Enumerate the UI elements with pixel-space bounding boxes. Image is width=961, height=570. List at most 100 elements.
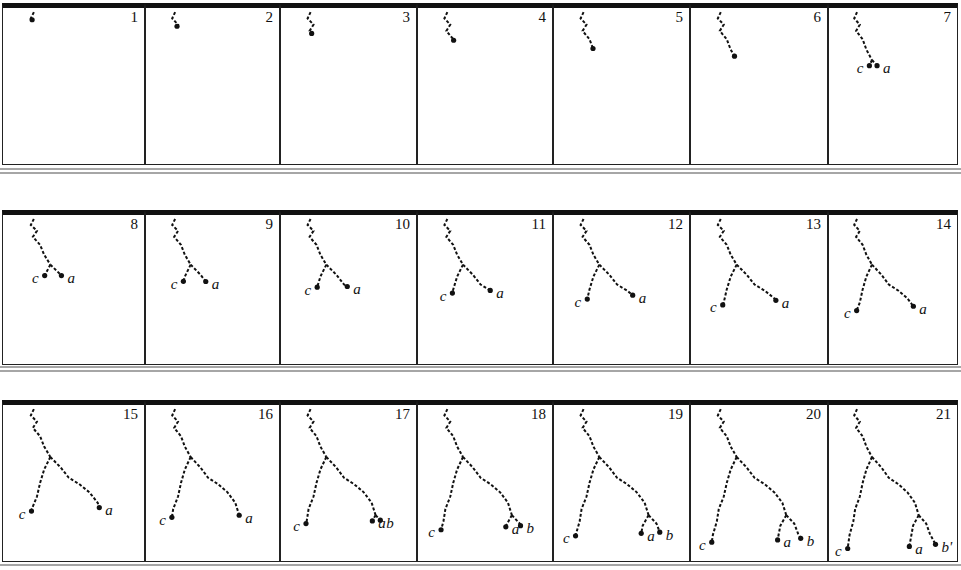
lightning-leader	[854, 219, 916, 313]
lightning-leader	[29, 409, 102, 514]
branch-letter: a	[883, 61, 891, 76]
leader-channel	[463, 265, 490, 291]
branch-letter: b	[527, 521, 535, 536]
leader-tip	[30, 17, 35, 22]
film-frame: 1	[2, 3, 145, 165]
branch-letter: a	[919, 302, 927, 317]
branch-letter: c	[428, 525, 435, 540]
leader-tip	[874, 63, 879, 68]
leader-tip	[775, 537, 780, 542]
lightning-leader	[709, 409, 803, 545]
leader-tip	[732, 54, 737, 59]
leader-channel	[576, 457, 600, 536]
branch-letter: a	[212, 277, 220, 292]
frame-number: 9	[266, 217, 274, 232]
frame-number: 17	[395, 407, 410, 422]
film-edge	[0, 564, 961, 566]
leader-channel	[317, 265, 326, 288]
leader-channel	[308, 219, 327, 265]
frame-number: 7	[944, 10, 952, 25]
leader-channel	[172, 409, 190, 457]
leader-tip	[590, 46, 595, 51]
branch-letter: b	[386, 516, 394, 531]
film-frame: 11ca	[417, 210, 553, 365]
branch-letter: a	[915, 542, 923, 557]
branch-letter: b'	[942, 540, 953, 555]
leader-tip	[315, 285, 320, 290]
leader-channel	[872, 457, 919, 515]
film-edge	[0, 366, 961, 368]
leader-tip	[585, 296, 590, 301]
film-frame: 21cab'	[828, 400, 958, 562]
leader-tip	[309, 31, 314, 36]
frame-number: 4	[539, 10, 547, 25]
branch-letter: c	[699, 538, 706, 553]
film-frame: 6	[690, 3, 828, 165]
lightning-leader	[172, 12, 179, 29]
frame-number: 14	[936, 217, 951, 232]
leader-channel	[31, 219, 51, 265]
leader-channel	[191, 265, 206, 282]
leader-tip	[639, 531, 644, 536]
film-frame: 9ca	[145, 210, 280, 365]
leader-tip	[451, 38, 456, 43]
branch-letter: c	[710, 300, 717, 315]
frame-number: 16	[258, 407, 273, 422]
branch-letter: c	[440, 289, 447, 304]
leader-tip	[370, 518, 375, 523]
leader-channel	[444, 219, 463, 265]
branch-letter: c	[293, 519, 300, 534]
frame-number: 21	[936, 407, 951, 422]
branch-letter: a	[105, 503, 113, 518]
frame-number: 5	[676, 10, 684, 25]
film-frame: 14 c a	[828, 210, 958, 365]
branch-letter: c	[844, 306, 851, 321]
lightning-leader	[854, 12, 879, 68]
leader-channel	[31, 409, 51, 457]
branch-letter: c	[305, 283, 312, 298]
leader-channel	[191, 457, 240, 515]
film-frame: 10ca	[280, 210, 417, 365]
frame-number: 15	[123, 407, 138, 422]
leader-tip	[773, 298, 778, 303]
leader-tip	[488, 288, 493, 293]
film-frame: 16ca	[145, 400, 280, 562]
leader-channel	[452, 265, 463, 293]
branch-letter: a	[647, 529, 655, 544]
film-frame: 19cab	[553, 400, 690, 562]
lightning-leader	[718, 12, 737, 59]
leader-channel	[444, 12, 453, 40]
lightning-leader	[444, 12, 456, 43]
leader-channel	[854, 12, 872, 60]
film-edge	[0, 168, 961, 170]
leader-channel	[854, 409, 872, 457]
branch-letter: c	[19, 507, 26, 522]
film-frame: 17 c ab	[280, 400, 417, 562]
leader-channel	[718, 219, 737, 265]
film-edge	[0, 172, 961, 174]
leader-tip	[29, 508, 34, 513]
leader-channel	[581, 12, 593, 48]
leader-channel	[919, 515, 936, 544]
leader-tip	[59, 273, 64, 278]
film-frame: 4	[417, 3, 553, 165]
leader-tip	[845, 546, 850, 551]
leader-channel	[183, 265, 190, 282]
leader-channel	[50, 457, 99, 508]
branch-letter: a	[378, 516, 386, 531]
branch-letter: a	[496, 286, 504, 301]
leader-tip	[709, 540, 714, 545]
lightning-leader	[30, 12, 35, 22]
leader-tip	[933, 542, 938, 547]
leader-channel	[857, 265, 872, 311]
leader-channel	[712, 457, 737, 542]
leader-tip	[181, 279, 186, 284]
film-frame: 12ca	[553, 210, 690, 365]
leader-channel	[581, 219, 600, 265]
leader-channel	[308, 409, 327, 457]
film-frame: 15 c a	[2, 400, 145, 562]
frame-number: 20	[806, 407, 821, 422]
branch-letter: c	[32, 271, 39, 286]
leader-tip	[450, 291, 455, 296]
branch-letter: b	[666, 528, 674, 543]
